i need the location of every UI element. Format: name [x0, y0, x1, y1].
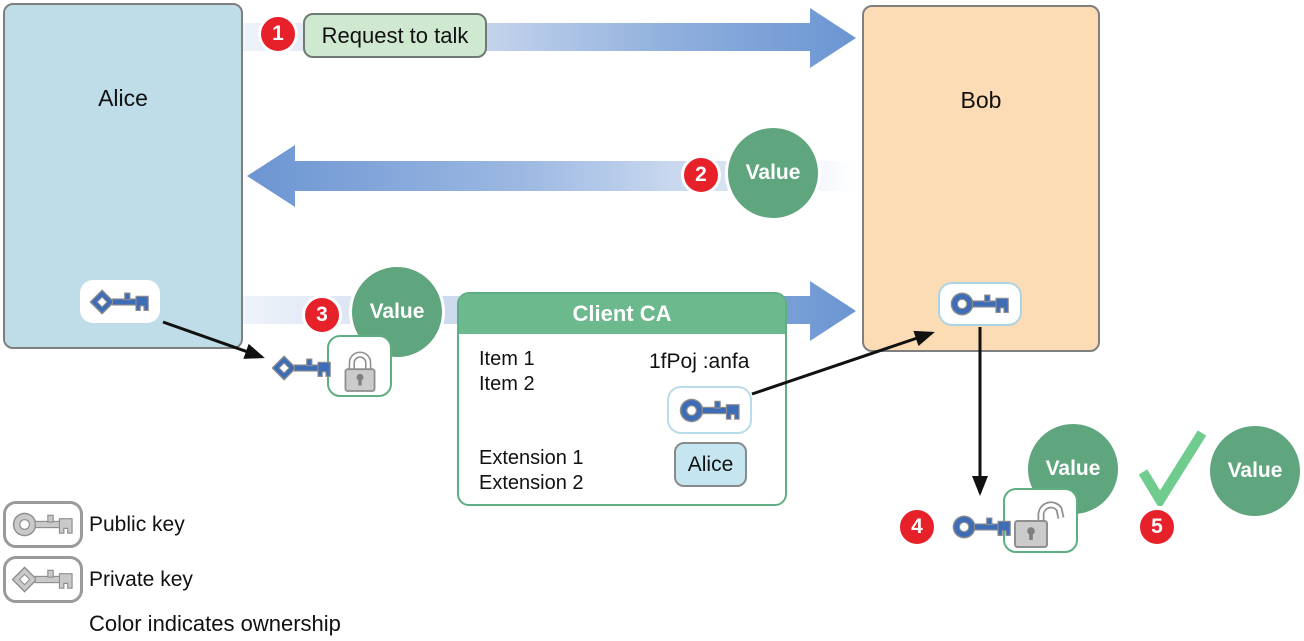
certificate-extension: Extension 1 [479, 447, 584, 469]
certificate-item: Item 1 [479, 348, 535, 370]
certificate-subject: Alice [687, 452, 734, 476]
certificate-extensions: Extension 1 Extension 2 [479, 446, 584, 496]
bob-key-box [938, 282, 1022, 326]
alice-label: Alice [98, 85, 148, 111]
bob-label: Bob [960, 87, 1002, 113]
alice-private-key-icon [268, 352, 336, 384]
request-to-talk-label: Request to talk [321, 22, 469, 48]
step-1-badge: 1 [258, 14, 298, 54]
certificate-public-key-box [667, 386, 752, 434]
certificate-items: Item 1 Item 2 [479, 347, 535, 397]
value-circle-2: Value [725, 125, 821, 221]
request-to-talk-pill: Request to talk [303, 13, 487, 58]
public-key-icon [679, 394, 741, 427]
open-lock-icon [1013, 499, 1069, 551]
legend-public-key-box [3, 501, 83, 548]
certificate-box: Client CA Item 1 Item 2 1fPoj :anfa Alic… [457, 292, 787, 506]
certificate-key-text: 1fPoj :anfa [649, 350, 750, 373]
value-label-3: Value [369, 300, 425, 323]
value-circle-5: Value [1207, 423, 1303, 519]
legend-ownership-note: Color indicates ownership [89, 611, 341, 636]
step-3-badge: 3 [302, 295, 342, 335]
closed-lock-icon [340, 347, 380, 395]
certificate-subject-chip: Alice [674, 442, 747, 487]
value-label-2: Value [745, 161, 801, 184]
alice-key-box [80, 280, 160, 323]
certificate-item: Item 2 [479, 373, 535, 395]
certificate-extension: Extension 2 [479, 472, 584, 494]
public-key-icon [948, 511, 1016, 543]
public-key-icon [12, 508, 74, 541]
public-key-icon [948, 288, 1012, 320]
step-4-badge: 4 [897, 507, 937, 547]
private-key-icon [12, 563, 74, 596]
legend-private-key-box [3, 556, 83, 603]
private-key-icon [88, 286, 152, 318]
signed-lock-box [327, 335, 392, 397]
step-2-badge: 2 [681, 155, 721, 195]
certificate-title: Client CA [459, 294, 785, 334]
value-label-5: Value [1227, 459, 1283, 482]
unlocked-box [1003, 488, 1078, 553]
legend-private-key-label: Private key [89, 568, 193, 591]
legend-public-key-label: Public key [89, 513, 185, 536]
step-5-badge: 5 [1137, 507, 1177, 547]
checkmark-icon [1136, 428, 1210, 506]
value-label-4: Value [1045, 457, 1101, 480]
